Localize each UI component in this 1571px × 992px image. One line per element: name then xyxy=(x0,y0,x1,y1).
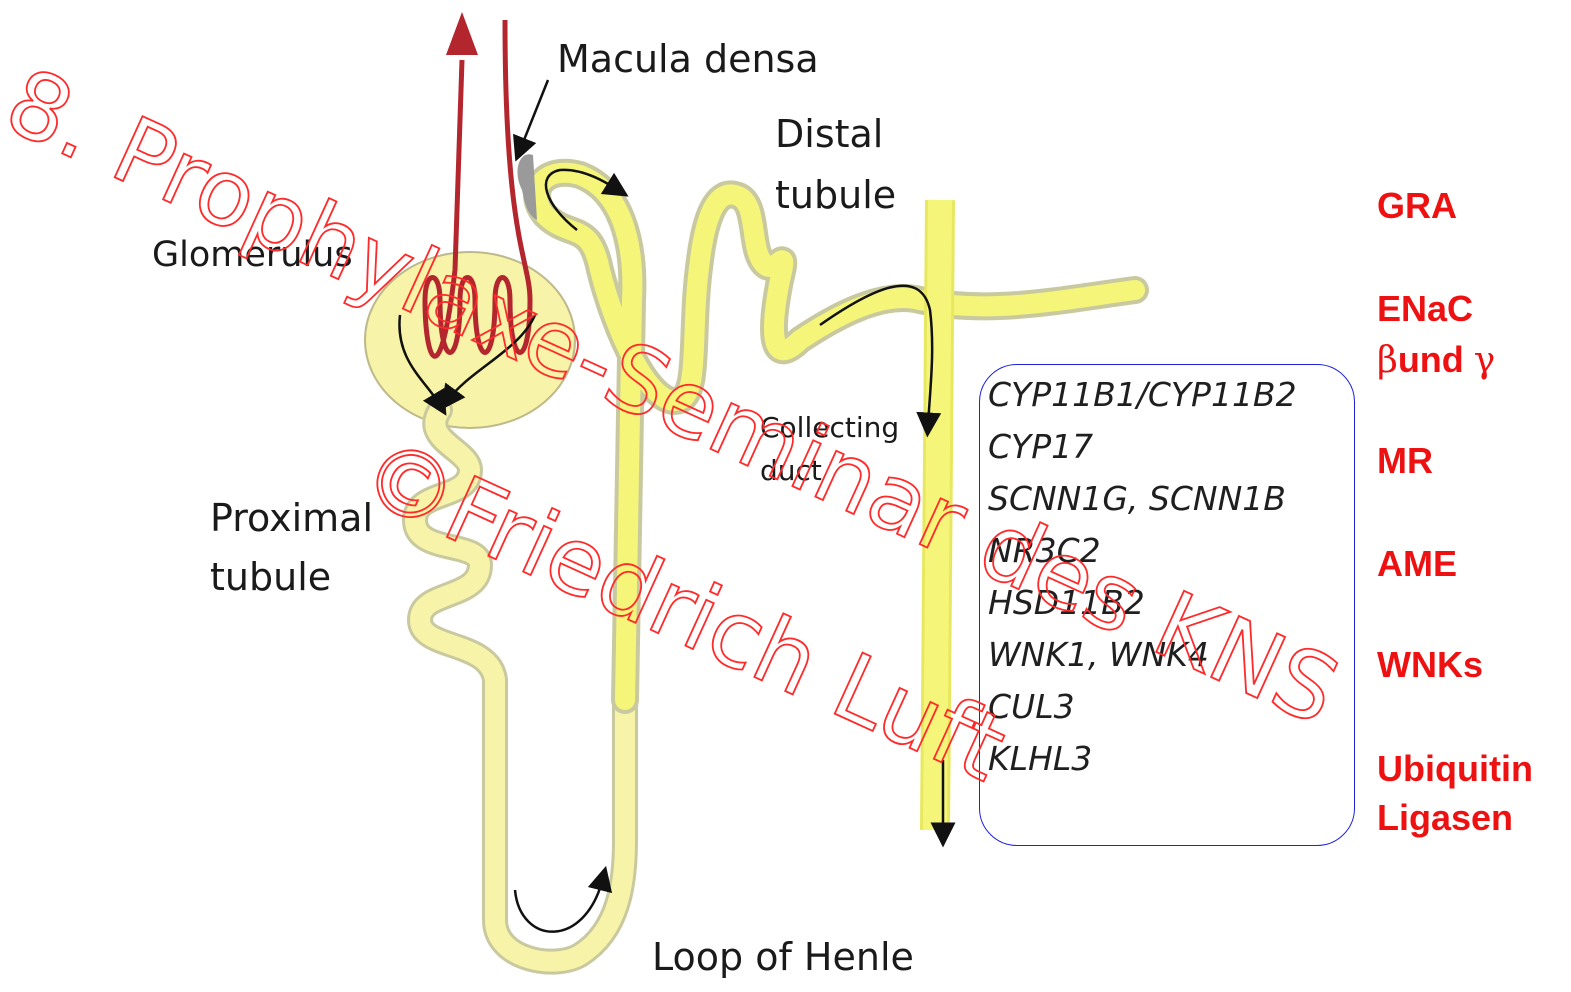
disease-ubiquitin: Ubiquitin xyxy=(1377,749,1533,789)
gene-item: HSD11B2 xyxy=(988,583,1145,623)
beta-symbol: β xyxy=(1377,340,1398,381)
distal-tubule-label-line1: Distal xyxy=(775,105,883,163)
disease-wnks: WNKs xyxy=(1377,645,1483,685)
efferent-arrow-icon xyxy=(446,12,478,55)
gene-item: WNK1, WNK4 xyxy=(988,635,1209,675)
gene-item: SCNN1G, SCNN1B xyxy=(988,479,1286,519)
und-text: und xyxy=(1398,339,1474,380)
collecting-duct-label-line2: duct xyxy=(760,451,822,491)
gene-item: CYP17 xyxy=(988,427,1093,467)
disease-mr: MR xyxy=(1377,441,1433,481)
proximal-tubule xyxy=(415,410,625,962)
glomerulus-label: Glomerulus xyxy=(152,226,353,284)
gene-item: CUL3 xyxy=(988,687,1075,727)
gene-item: KLHL3 xyxy=(988,739,1092,779)
distal-tubule-label-line2: tubule xyxy=(775,166,896,224)
disease-ligasen: Ligasen xyxy=(1377,798,1513,838)
gene-item: CYP11B1/CYP11B2 xyxy=(988,375,1297,415)
disease-ame: AME xyxy=(1377,544,1457,584)
gene-item: NR3C2 xyxy=(988,531,1101,571)
disease-gra: GRA xyxy=(1377,186,1457,226)
proximal-tubule-label-line2: tubule xyxy=(210,548,331,606)
loop-of-henle-label: Loop of Henle xyxy=(652,928,914,986)
disease-enac-subunits: βund γ xyxy=(1377,340,1495,381)
collecting-duct xyxy=(935,200,940,830)
collecting-duct-label-line1: Collecting xyxy=(760,408,899,448)
disease-enac: ENaC xyxy=(1377,289,1473,329)
gamma-symbol: γ xyxy=(1474,340,1496,381)
proximal-tubule-label-line1: Proximal xyxy=(210,489,373,547)
macula-densa-label: Macula densa xyxy=(557,30,819,88)
